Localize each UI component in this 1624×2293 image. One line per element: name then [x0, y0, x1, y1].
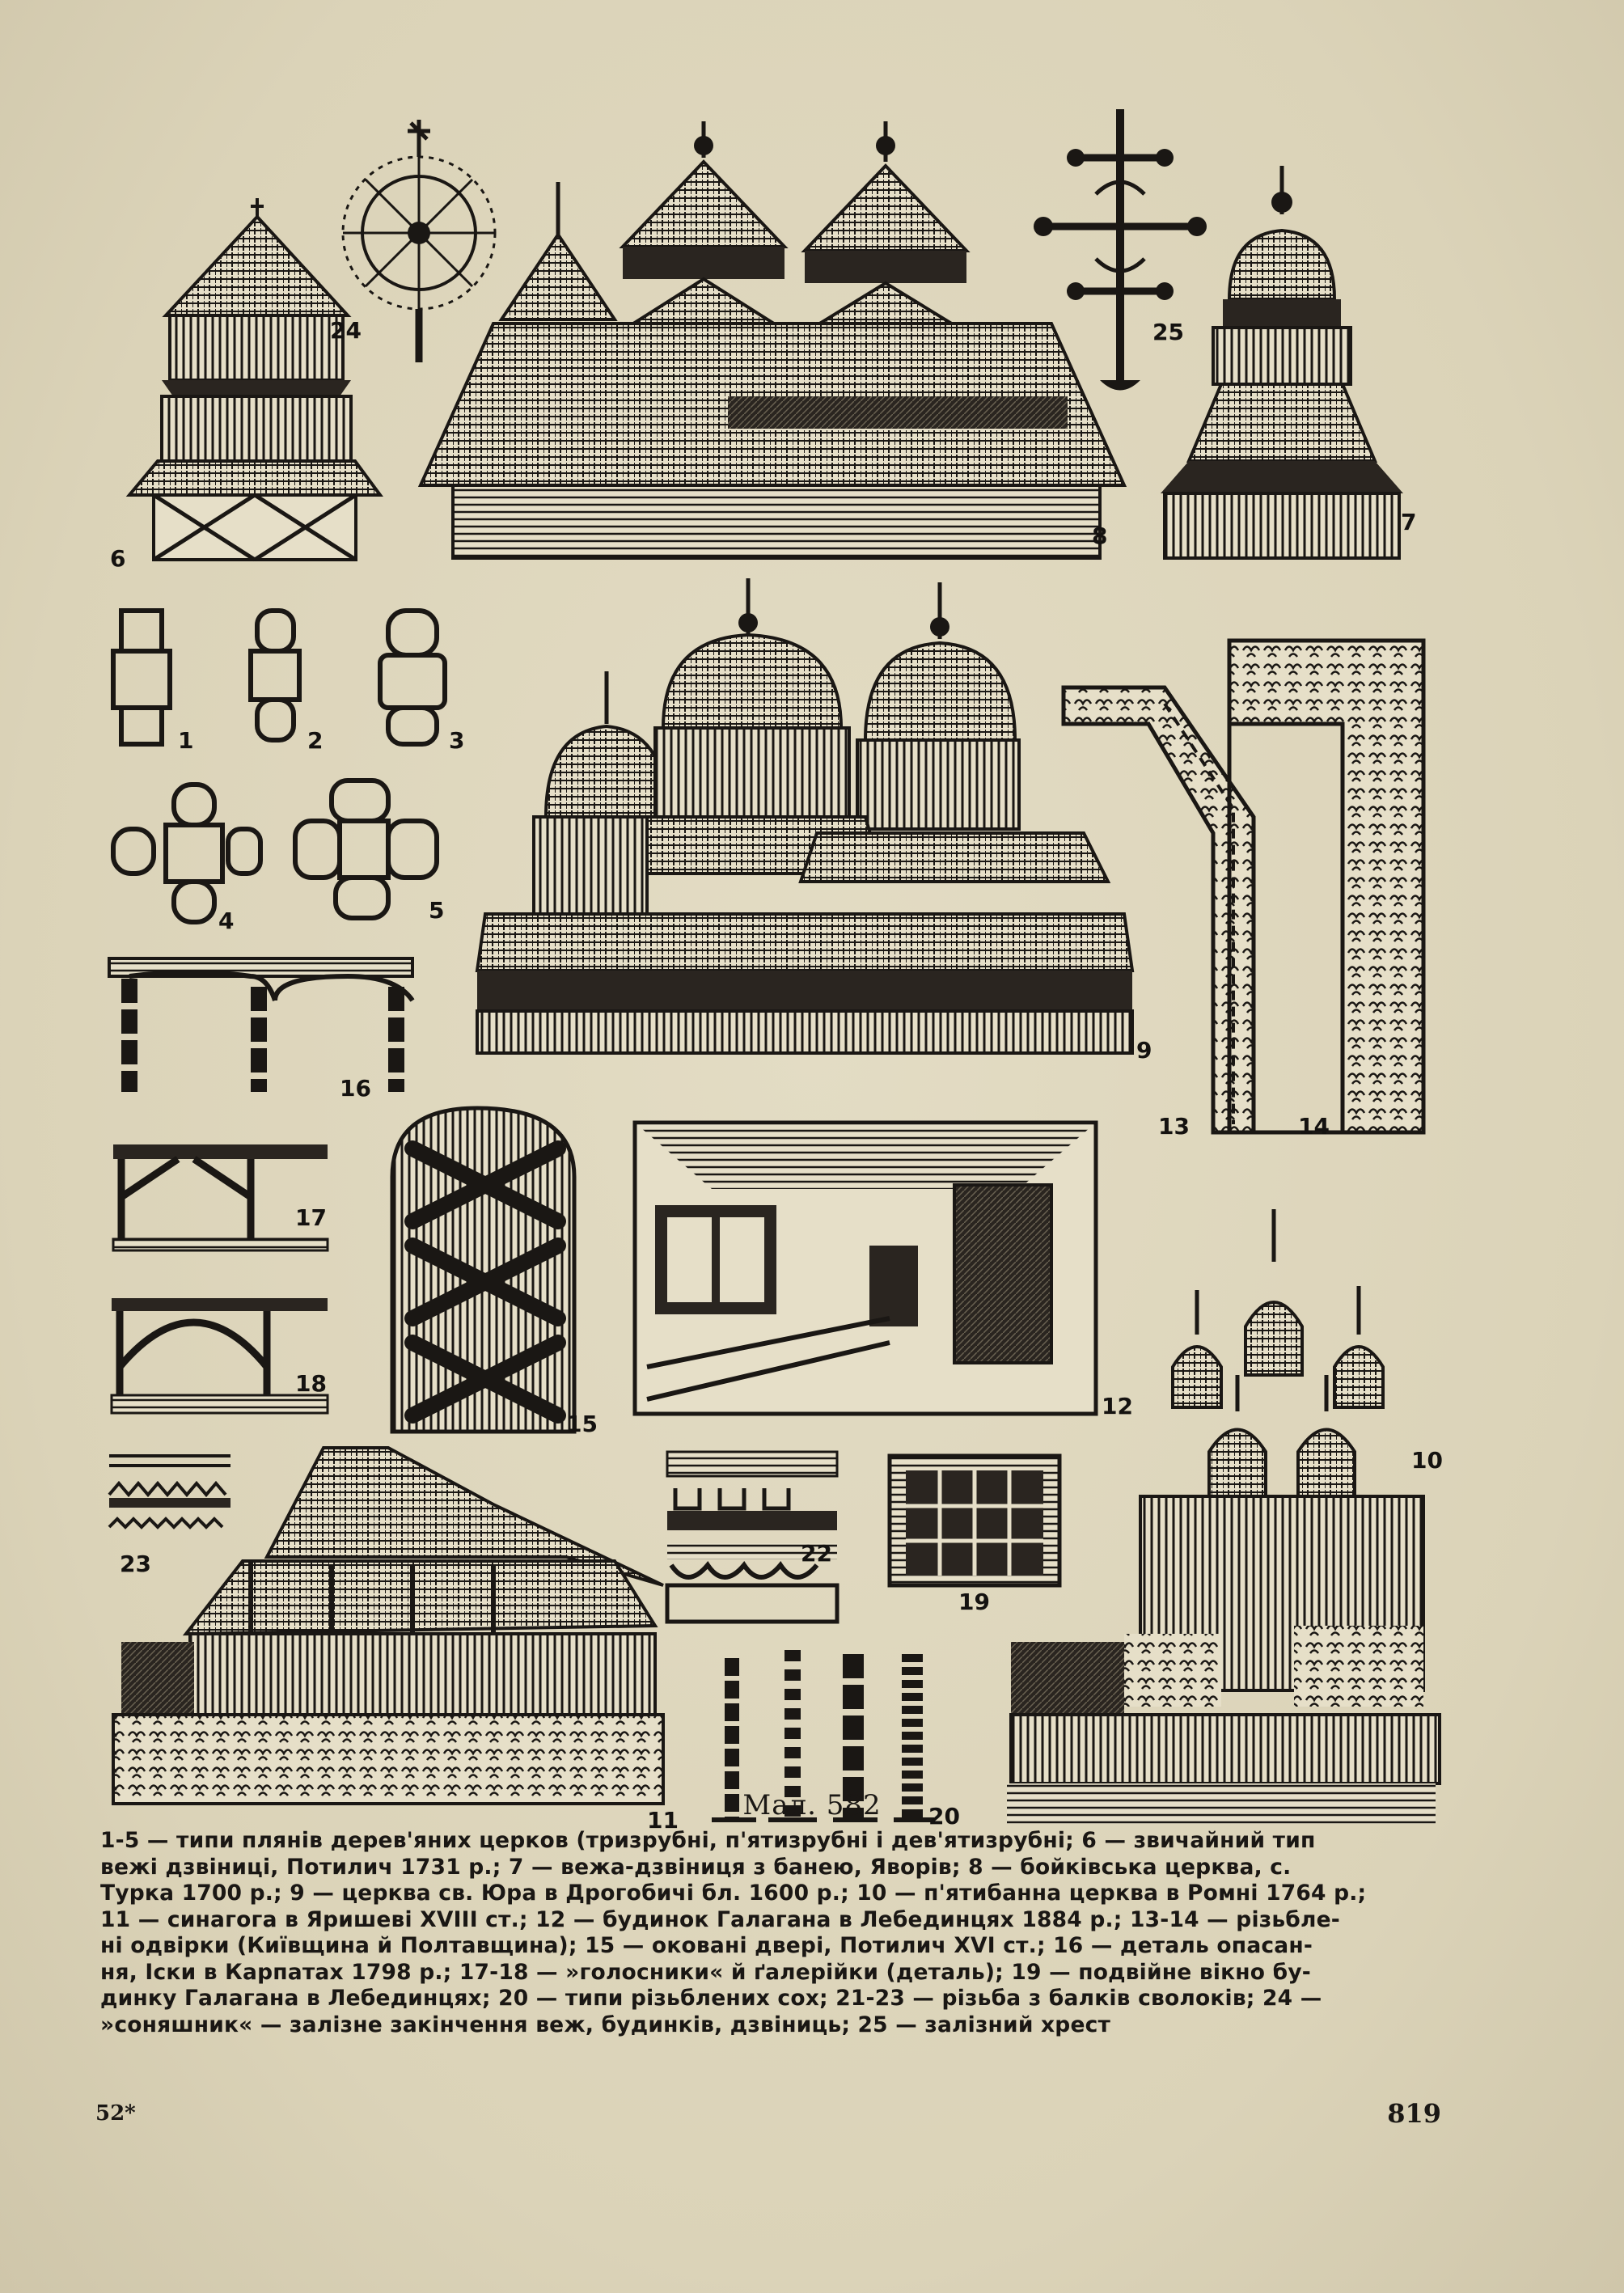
item-number: 7 — [1401, 509, 1416, 535]
beam-carving-drawing: 22 — [665, 1450, 839, 1624]
signature-mark: 52* — [95, 2101, 136, 2126]
arcade-detail-drawing: 16 — [108, 957, 415, 1102]
item-number: 22 — [801, 1540, 832, 1567]
carved-door-frames-drawing: 13 14 — [1061, 638, 1426, 1140]
figure-caption: 1-5 — типи плянів дерев'яних церков (три… — [100, 1828, 1446, 2038]
iron-cross-drawing: 25 — [1034, 109, 1207, 391]
boyko-church-drawing: 8 — [417, 121, 1127, 560]
carved-posts-drawing: 20 — [712, 1650, 960, 1830]
drohobych-church-drawing: 9 — [475, 578, 1152, 1064]
item-number: 12 — [1102, 1393, 1133, 1419]
carved-beam-band-drawing: 23 — [108, 1454, 230, 1577]
double-window-drawing: 19 — [887, 1453, 1062, 1615]
caption-line: ні одвірки (Київщина й Полтавщина); 15 —… — [100, 1933, 1313, 1958]
item-number: 11 — [647, 1807, 679, 1834]
caption-line: 11 — синагога в Яришеві XVIII ст.; 12 — … — [100, 1906, 1340, 1932]
item-number: 5 — [429, 897, 444, 924]
item-number: 20 — [928, 1803, 960, 1830]
caption-line: Турка 1700 р.; 9 — церква св. Юра в Дрог… — [100, 1881, 1367, 1906]
church-plans-drawing — [111, 608, 447, 924]
item-number: 2 — [307, 727, 323, 754]
galagan-interior-drawing: 12 — [632, 1120, 1133, 1419]
item-number: 13 — [1158, 1113, 1190, 1140]
synagogue-drawing: 11 — [112, 1446, 679, 1834]
bell-tower-drawing: 6 — [110, 198, 383, 572]
caption-line: 1-5 — типи плянів дерев'яних церков (три… — [100, 1828, 1316, 1853]
item-number: 24 — [330, 317, 362, 344]
domed-bell-tower-drawing: 7 — [1161, 166, 1416, 560]
caption-line: »соняшник« — залізне закінчення веж, буд… — [100, 2012, 1111, 2037]
item-number: 23 — [120, 1551, 151, 1577]
item-number: 15 — [566, 1411, 598, 1437]
item-number: 19 — [958, 1589, 990, 1615]
caption-line: динку Галагана в Лебединцях; 20 — типи р… — [100, 1986, 1322, 2011]
item-number: 8 — [1092, 522, 1107, 549]
item-number: 25 — [1152, 319, 1184, 345]
sunburst-finial-drawing: 24 — [330, 120, 497, 362]
item-number: 14 — [1298, 1113, 1330, 1140]
iron-bound-door-drawing: 15 — [390, 1106, 598, 1437]
caption-line: вежі дзвіниці, Потилич 1731 р.; 7 — вежа… — [100, 1854, 1292, 1880]
item-number: 18 — [295, 1370, 327, 1397]
item-number: 17 — [295, 1204, 327, 1231]
item-number: 6 — [110, 545, 125, 572]
item-number: 3 — [449, 727, 464, 754]
figure-title: Мал. 582 — [742, 1789, 882, 1821]
gallery-detail-drawing: 17 18 — [110, 1144, 329, 1415]
item-number: 9 — [1136, 1037, 1152, 1064]
page-number: 819 — [1387, 2098, 1441, 2129]
caption-line: ня, Іски в Карпатах 1798 р.; 17-18 — »го… — [100, 1959, 1312, 1985]
item-number: 16 — [340, 1075, 371, 1102]
item-number: 1 — [178, 727, 193, 754]
item-number: 10 — [1411, 1447, 1443, 1474]
romny-church-drawing: 10 — [1007, 1209, 1443, 1824]
item-number: 4 — [218, 907, 234, 934]
